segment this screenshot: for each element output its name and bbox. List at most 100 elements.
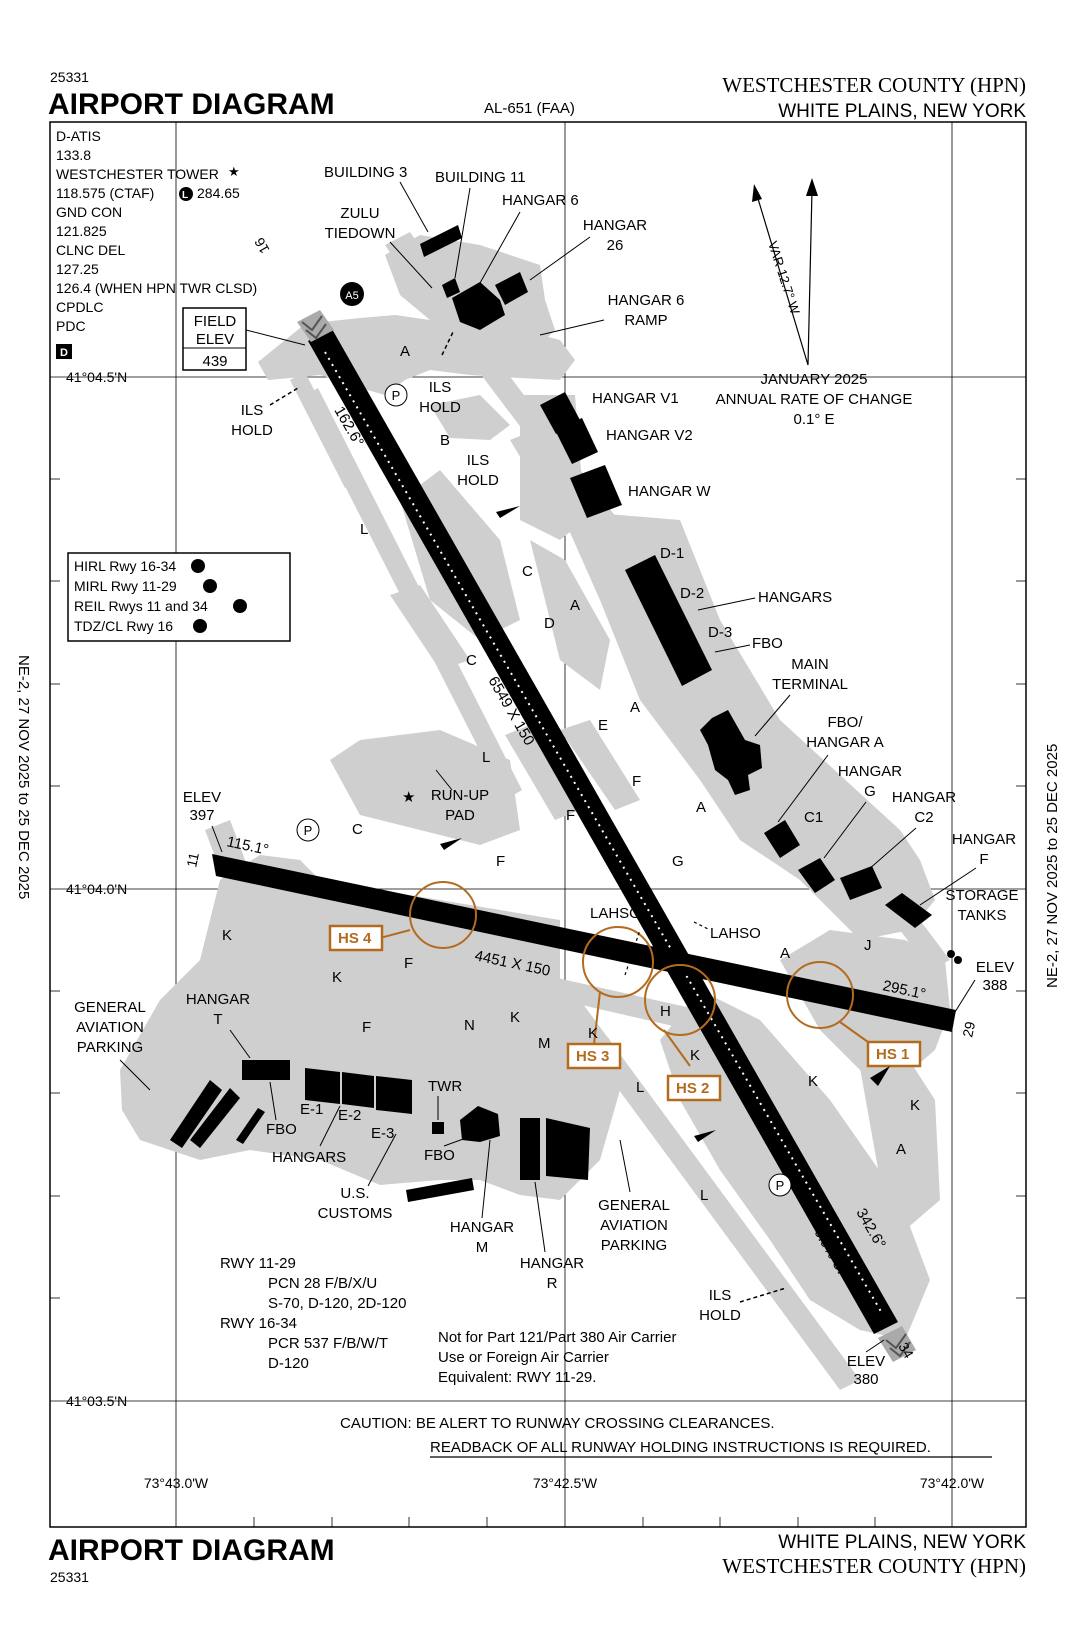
graticule-ticks bbox=[50, 478, 1026, 1527]
reil-symbols: ★ bbox=[402, 506, 890, 1142]
comm-tower-uhf: 284.65 bbox=[197, 185, 240, 201]
reil-icon-1 bbox=[496, 506, 520, 518]
label-hangar-c2-1: HANGAR bbox=[892, 789, 956, 806]
twy-a-2: A bbox=[570, 597, 580, 614]
hs3-box bbox=[566, 1042, 622, 1070]
twy-c-2: C bbox=[466, 652, 477, 669]
hs1-label: HS 1 bbox=[876, 1046, 909, 1063]
label-fbo-a-2: HANGAR A bbox=[806, 734, 884, 751]
tower bbox=[432, 1122, 444, 1134]
twy-e: E bbox=[598, 717, 608, 734]
runway-11-29 bbox=[212, 854, 956, 1032]
hotspot-1-circle bbox=[786, 961, 854, 1029]
parking-label-1: P bbox=[392, 388, 401, 403]
parking-icon-3 bbox=[768, 1173, 792, 1197]
lon-label-1: 73°43.0'W bbox=[144, 1475, 209, 1491]
twy-f-3: F bbox=[496, 853, 505, 870]
twy-l-3: L bbox=[636, 1079, 644, 1096]
series-label: AL-651 (FAA) bbox=[484, 100, 575, 117]
airport-name-bottom: WESTCHESTER COUNTY (HPN) bbox=[722, 1554, 1026, 1578]
mag-north-arrowhead bbox=[752, 184, 762, 202]
elev-11-value: 397 bbox=[189, 807, 214, 824]
runway-16-34 bbox=[297, 310, 916, 1362]
city-name-bottom: WHITE PLAINS, NEW YORK bbox=[778, 1532, 1026, 1553]
twy-g: G bbox=[672, 853, 684, 870]
label-e1: E-1 bbox=[300, 1101, 323, 1118]
reil-icon-2 bbox=[440, 838, 462, 850]
twy-k-5: K bbox=[690, 1047, 700, 1064]
hangars-e2 bbox=[342, 1072, 374, 1108]
label-ga-south-1: GENERAL bbox=[598, 1197, 670, 1214]
label-runup-2: PAD bbox=[445, 807, 475, 824]
storage-tank-2 bbox=[954, 956, 962, 964]
label-hangar-v2: HANGAR V2 bbox=[606, 427, 693, 444]
lon-label-2: 73°42.5'W bbox=[533, 1475, 598, 1491]
hangar-26 bbox=[495, 272, 528, 305]
comms-block: D-ATIS 133.8 WESTCHESTER TOWER ★ 118.575… bbox=[56, 128, 257, 359]
lighting-tdz: TDZ/CL Rwy 16 bbox=[74, 618, 173, 634]
label-ils-hold-1b: HOLD bbox=[231, 422, 273, 439]
comm-cpdlc: CPDLC bbox=[56, 299, 103, 315]
mag-rate-label: ANNUAL RATE OF CHANGE bbox=[716, 391, 913, 408]
hotspot-circles bbox=[409, 881, 854, 1036]
a5-marker-icon bbox=[340, 282, 364, 306]
comm-clnc-alt: 126.4 (WHEN HPN TWR CLSD) bbox=[56, 280, 257, 296]
label-ils-hold-1a: ILS bbox=[241, 402, 264, 419]
hangar-c1 bbox=[764, 820, 800, 858]
note-line-3: Equivalent: RWY 11-29. bbox=[438, 1369, 596, 1386]
label-building3: BUILDING 3 bbox=[324, 164, 407, 181]
twy-j: J bbox=[864, 937, 872, 954]
label-main-1: MAIN bbox=[791, 656, 829, 673]
hangar-6 bbox=[452, 282, 505, 330]
true-north-arrow bbox=[807, 189, 813, 366]
hotspot-2-circle bbox=[644, 964, 716, 1036]
hangar-t bbox=[242, 1060, 290, 1080]
datalink-icon-letter: D bbox=[60, 347, 68, 359]
effective-date-left: NE-2, 27 NOV 2025 to 25 DEC 2025 bbox=[15, 655, 32, 899]
hotspot-labels: HS 1 HS 2 HS 3 HS 4 bbox=[328, 924, 922, 1102]
hangar-m bbox=[520, 1118, 540, 1180]
air-carrier-note: Not for Part 121/Part 380 Air Carrier Us… bbox=[438, 1329, 676, 1386]
map-frame bbox=[49, 121, 1027, 1528]
label-hangar6: HANGAR 6 bbox=[502, 192, 579, 209]
label-hangars-d: HANGARS bbox=[758, 589, 832, 606]
datalink-icon bbox=[56, 344, 72, 359]
buildings bbox=[170, 225, 962, 1202]
hotspot-4-circle bbox=[409, 881, 477, 949]
ga-shed-3 bbox=[236, 1108, 265, 1144]
label-ga-south-3: PARKING bbox=[601, 1237, 667, 1254]
beacon-icon: ★ bbox=[402, 789, 415, 806]
label-ils-hold-2b: HOLD bbox=[419, 399, 461, 416]
comm-pdc: PDC bbox=[56, 318, 86, 334]
label-hangar26-2: 26 bbox=[607, 237, 624, 254]
taxiway-labels: A A A A A A B C C C D E F F F F F G H J … bbox=[222, 343, 920, 1204]
twy-k-3: K bbox=[510, 1009, 520, 1026]
page-title: AIRPORT DIAGRAM bbox=[48, 88, 335, 121]
label-customs-1: U.S. bbox=[340, 1185, 369, 1202]
mag-var-label: VAR 12.7° W bbox=[765, 239, 803, 316]
label-hangar-w: HANGAR W bbox=[628, 483, 711, 500]
lat-label-3: 41°03.5'N bbox=[66, 1393, 127, 1409]
twy-f-5: F bbox=[362, 1019, 371, 1036]
lighting-icon bbox=[179, 187, 193, 201]
label-zulu-2: TIEDOWN bbox=[325, 225, 396, 242]
label-hangar-r-1: HANGAR bbox=[520, 1255, 584, 1272]
twy-f-4: F bbox=[404, 955, 413, 972]
label-d3: D-3 bbox=[708, 624, 732, 641]
label-runup-1: RUN-UP bbox=[431, 787, 489, 804]
label-ils-hold-3b: HOLD bbox=[457, 472, 499, 489]
elev-34-label: ELEV bbox=[847, 1353, 885, 1370]
lat-label-2: 41°04.0'N bbox=[66, 881, 127, 897]
label-hangar-v1: HANGAR V1 bbox=[592, 390, 679, 407]
pavement-strength: RWY 11-29 PCN 28 F/B/X/U S-70, D-120, 2D… bbox=[220, 1255, 406, 1372]
reil-icon-3 bbox=[870, 1066, 890, 1086]
hs1-box bbox=[866, 1040, 922, 1068]
label-ils-hold-4b: HOLD bbox=[699, 1307, 741, 1324]
label-fbo-a-1: FBO/ bbox=[827, 714, 863, 731]
field-elev-value: 439 bbox=[202, 353, 227, 370]
twy-h: H bbox=[660, 1003, 671, 1020]
label-fbo-d: FBO bbox=[752, 635, 783, 652]
parking-label-3: P bbox=[776, 1178, 785, 1193]
label-zulu-1: ZULU bbox=[340, 205, 379, 222]
airport-name-top: WESTCHESTER COUNTY (HPN) bbox=[722, 73, 1026, 97]
